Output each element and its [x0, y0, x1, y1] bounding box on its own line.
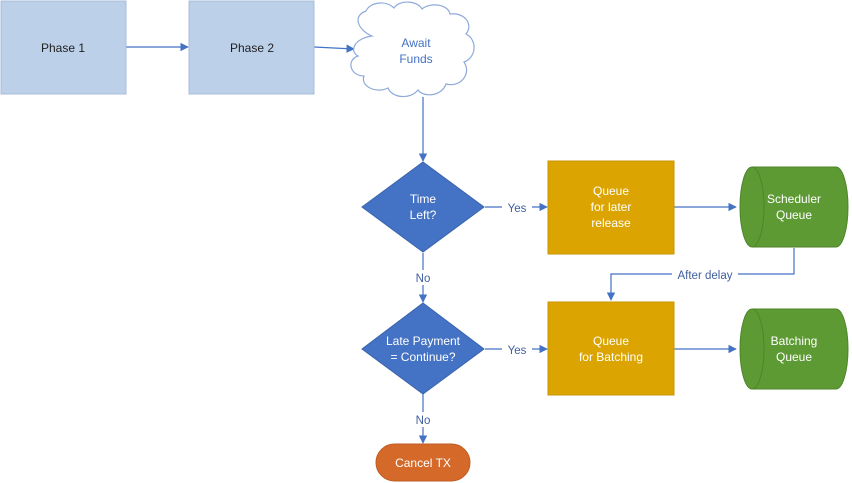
edge-labels: Yes No After delay Yes No: [411, 200, 738, 427]
node-cancel-tx: Cancel TX: [375, 443, 471, 482]
node-label-line-2: Queue: [776, 208, 812, 222]
node-label-line-3: release: [591, 216, 631, 230]
edge-label-time-left-yes: Yes: [508, 203, 527, 215]
node-batching-queue: Batching Queue: [739, 308, 849, 390]
node-label-line-2: Left?: [410, 208, 437, 222]
edge-label-time-left-no: No: [416, 273, 431, 285]
storage-cylinder: [739, 166, 849, 248]
cloud-shape: [350, 1, 475, 98]
decision-diamond: [361, 161, 485, 253]
node-queue-later: Queue for later release: [547, 160, 675, 255]
process-box: [547, 301, 675, 396]
node-time-left: Time Left?: [361, 161, 485, 253]
edge-label-late-payment-no: No: [416, 415, 431, 427]
node-label-line-2: Queue: [776, 350, 812, 364]
node-await-funds: Await Funds: [350, 1, 475, 98]
process-box: [0, 0, 127, 95]
node-queue-batching: Queue for Batching: [547, 301, 675, 396]
edge-phase2-to-await-funds: [313, 44, 355, 53]
node-late-payment: Late Payment = Continue?: [361, 302, 485, 395]
node-label-line-1: Await: [401, 36, 431, 50]
node-label: Phase 2: [230, 41, 274, 55]
storage-cylinder: [739, 308, 849, 390]
node-label-line-1: Late Payment: [386, 334, 461, 348]
node-label-line-1: Queue: [593, 184, 629, 198]
node-label: Phase 1: [41, 41, 85, 55]
process-box: [188, 0, 315, 95]
node-phase2: Phase 2: [188, 0, 315, 95]
edge-label-late-payment-yes: Yes: [508, 345, 527, 357]
decision-diamond: [361, 302, 485, 395]
node-label-line-2: Funds: [399, 52, 432, 66]
terminator-pill: [375, 443, 471, 482]
node-label-line-1: Batching: [771, 334, 818, 348]
node-label-line-2: for later: [591, 200, 632, 214]
process-box: [547, 160, 675, 255]
node-phase1: Phase 1: [0, 0, 127, 95]
node-label-line-1: Time: [410, 192, 437, 206]
connectors: [126, 42, 795, 444]
node-label: Cancel TX: [395, 456, 451, 470]
node-label-line-2: = Continue?: [390, 350, 455, 364]
node-label-line-1: Scheduler: [767, 192, 821, 206]
storage-cylinder-rim: [751, 308, 765, 390]
node-label-line-1: Queue: [593, 334, 629, 348]
edge-label-after-delay: After delay: [678, 270, 733, 282]
node-scheduler-queue: Scheduler Queue: [739, 166, 849, 248]
node-label-line-2: for Batching: [579, 350, 643, 364]
storage-cylinder-rim: [751, 166, 765, 248]
